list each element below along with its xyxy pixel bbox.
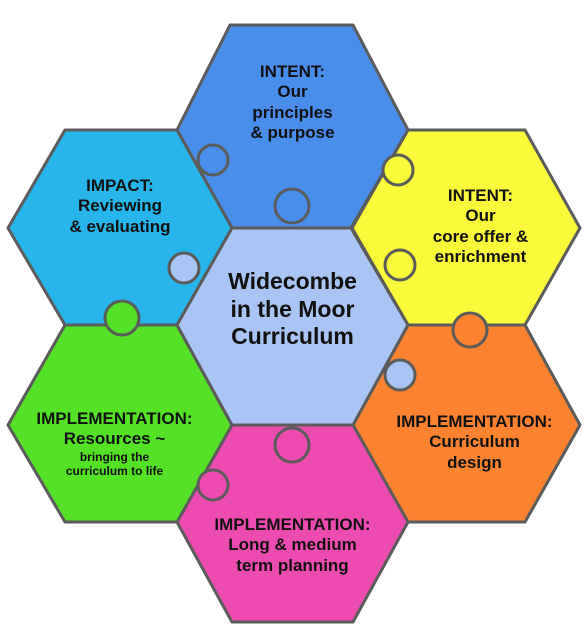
knob-top-right (381, 153, 415, 187)
knob-right-center (383, 358, 417, 392)
knob-top-left (196, 143, 230, 177)
knob-left-center (167, 251, 201, 285)
knob-bottom-right (451, 311, 489, 349)
knob-right (383, 248, 417, 282)
center-piece (175, 226, 410, 427)
knob-bottom-left (196, 468, 230, 502)
knob-left (103, 299, 141, 337)
knob-top (273, 187, 311, 225)
knob-bottom (273, 426, 311, 464)
